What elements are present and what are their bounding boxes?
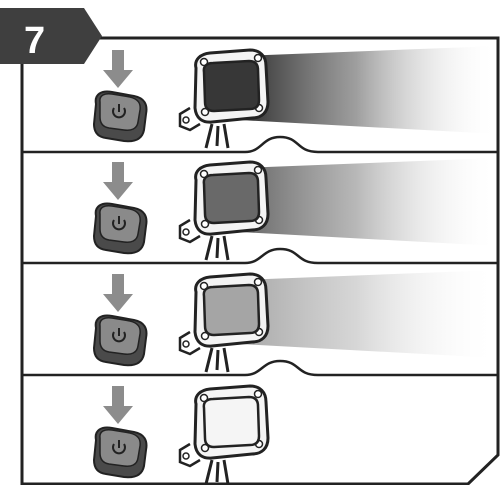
floodlight-lamp-icon — [178, 160, 270, 261]
mode-panel-low — [92, 270, 498, 373]
mode-panel-medium — [92, 158, 498, 261]
step-number: 7 — [24, 20, 45, 62]
floodlight-lamp-icon — [178, 48, 270, 149]
press-down-arrow-icon — [103, 162, 133, 200]
floodlight-lamp-icon — [178, 384, 270, 485]
floodlight-lamp-icon — [178, 272, 270, 373]
panel-divider — [22, 135, 498, 154]
press-down-arrow-icon — [103, 274, 133, 312]
panel-divider — [22, 247, 498, 265]
power-button-icon — [92, 314, 148, 367]
press-down-arrow-icon — [103, 50, 133, 88]
light-beam — [240, 270, 498, 358]
press-down-arrow-icon — [103, 386, 133, 424]
step-badge: 7 — [0, 8, 102, 64]
power-button-icon — [92, 90, 148, 143]
panel-divider — [22, 359, 498, 377]
power-button-icon — [92, 426, 148, 479]
power-button-icon — [92, 202, 148, 255]
frame-border — [20, 36, 500, 485]
step-badge-shape — [0, 8, 102, 64]
light-beam — [240, 46, 498, 134]
mode-panel-high — [92, 46, 498, 149]
mode-panel-off — [92, 384, 270, 485]
light-beam — [240, 158, 498, 246]
